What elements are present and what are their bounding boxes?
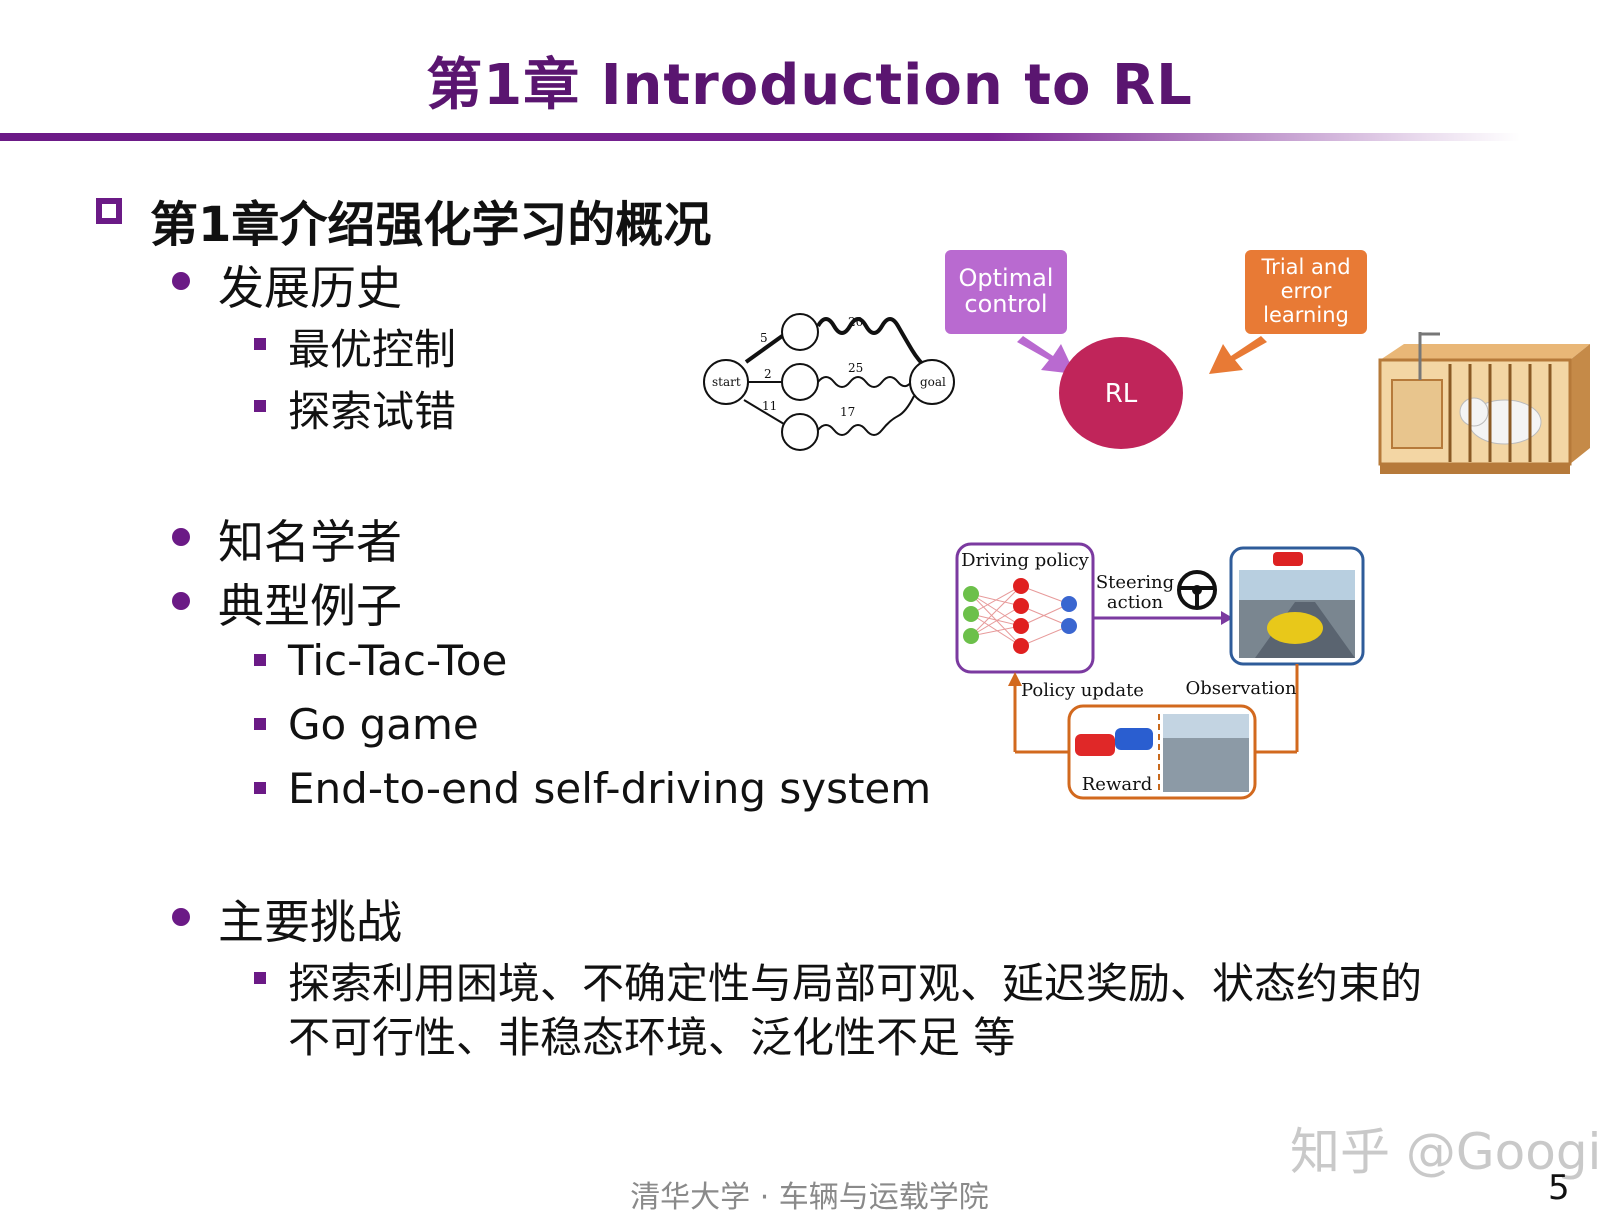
self-driving-rl-diagram: Driving policy Steering action Observati… [955,542,1365,800]
sub-item-optimal-control: 最优控制 [288,325,457,374]
edge-label: 20 [848,315,863,329]
trial-error-line2: error [1281,279,1332,303]
steering-label-line2: action [1107,592,1164,613]
red-car-icon [1273,552,1303,566]
arrow-trial-to-rl-icon [1209,336,1267,374]
slide-title: 第1章 Introduction to RL [426,53,1193,118]
sub-item-trial-error: 探索试错 [288,387,457,436]
observation-label: Observation [1185,678,1297,699]
shortest-path-graph: start goal 5 2 11 20 25 17 [703,313,955,451]
trial-error-box [1245,250,1367,334]
policy-update-label: Policy update [1021,680,1144,701]
graph-start-label: start [712,375,741,389]
bullet-dot-icon [172,272,190,290]
sub-item-challenges-line2: 不可行性、非稳态环境、泛化性不足 等 [288,1013,1016,1062]
section-heading: 第1章介绍强化学习的概况 [150,197,712,253]
optimal-control-box [945,250,1067,334]
title-divider [0,133,1520,141]
sub-bullet-icon [254,782,266,794]
bullet-dot-icon [172,592,190,610]
edge-label: 25 [848,361,863,375]
bullet-challenges: 主要挑战 [218,895,402,949]
bullet-history: 发展历史 [218,261,402,315]
sub-bullet-icon [254,972,266,984]
bullet-dot-icon [172,528,190,546]
bullet-examples: 典型例子 [218,579,402,633]
rl-label: RL [1105,379,1138,409]
sub-bullet-icon [254,718,266,730]
zhihu-watermark: 知乎 @Googi [1290,1123,1602,1181]
crash-car-blue-icon [1115,728,1153,750]
optimal-control-line1: Optimal [959,264,1054,292]
edge-label: 2 [764,367,772,381]
sub-item-go-game: Go game [288,700,479,749]
steering-label-line1: Steering [1096,572,1174,593]
driving-policy-label: Driving policy [961,550,1090,571]
sub-bullet-icon [254,338,266,350]
edge-label: 11 [762,399,777,413]
cat-puzzle-box-image [1378,332,1590,474]
slide-footer: 清华大学 · 车辆与运载学院 [630,1180,989,1215]
sub-bullet-icon [254,400,266,412]
sub-bullet-icon [254,654,266,666]
sub-item-tictactoe: Tic-Tac-Toe [288,636,508,685]
crash-car-red-icon [1075,734,1115,756]
sub-item-self-driving: End-to-end self-driving system [288,764,932,813]
reward-label: Reward [1082,774,1152,795]
rl-circle [1059,337,1183,449]
edge-label: 5 [760,331,768,345]
sub-item-challenges-line1: 探索利用困境、不确定性与局部可观、延迟奖励、状态约束的 [288,959,1423,1008]
trial-error-line1: Trial and [1260,255,1350,279]
trial-error-line3: learning [1263,303,1349,327]
bullet-scholars: 知名学者 [218,515,402,569]
heading-square-bullet-icon [96,198,122,224]
arrow-optimal-to-rl-icon [1017,336,1075,374]
optimal-control-line2: control [964,290,1047,318]
bullet-dot-icon [172,908,190,926]
page-number: 5 [1548,1168,1570,1208]
steering-wheel-icon [1177,570,1217,610]
rl-origins-diagram: Optimal control Trial and error learning… [945,250,1367,449]
graph-goal-label: goal [920,375,946,389]
edge-label: 17 [840,405,855,419]
